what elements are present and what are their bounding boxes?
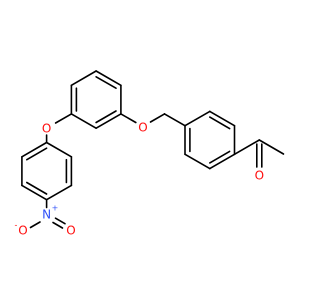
double-bond-inner (209, 150, 231, 164)
atom-n-nitro: N (42, 208, 51, 222)
acetylphenyl-ring (184, 110, 236, 170)
bond (95, 113, 122, 129)
molecule-structure: O O O N + O - O (15, 70, 285, 238)
bond (163, 113, 186, 127)
atom-labels: O O O N + O - O (15, 121, 264, 238)
bond (54, 113, 73, 124)
double-bond-inner (25, 181, 48, 195)
central-ring (70, 70, 122, 129)
double-bond-inner (25, 147, 48, 161)
atom-o-ether-benzyl: O (138, 121, 147, 135)
bond (209, 153, 236, 170)
bond (52, 221, 64, 229)
bond (149, 113, 166, 123)
nitrophenyl-ring (21, 141, 73, 201)
atom-o-ketone: O (255, 169, 264, 183)
double-bond-inner (209, 116, 231, 130)
atom-o-nitro-double: O (66, 224, 75, 238)
bond (70, 70, 97, 87)
bond (258, 139, 285, 155)
bond (120, 113, 137, 124)
bond (209, 110, 236, 127)
double-bond-inner (95, 76, 117, 89)
bond (29, 221, 41, 229)
bond (70, 113, 97, 129)
double-bond-inner (54, 217, 66, 225)
bond (184, 153, 211, 170)
bond (21, 184, 48, 201)
bond (95, 70, 122, 87)
bond (233, 139, 261, 156)
charge-plus: + (52, 204, 59, 213)
double-bond-inner (95, 110, 117, 124)
bond (45, 184, 73, 201)
bond (45, 141, 73, 158)
charge-minus: - (15, 221, 18, 230)
atom-o-ether-aryl: O (42, 122, 51, 136)
bond (184, 110, 211, 127)
bond (21, 141, 48, 158)
atom-o-nitro-minus: O (18, 224, 27, 238)
bonds (21, 70, 285, 229)
